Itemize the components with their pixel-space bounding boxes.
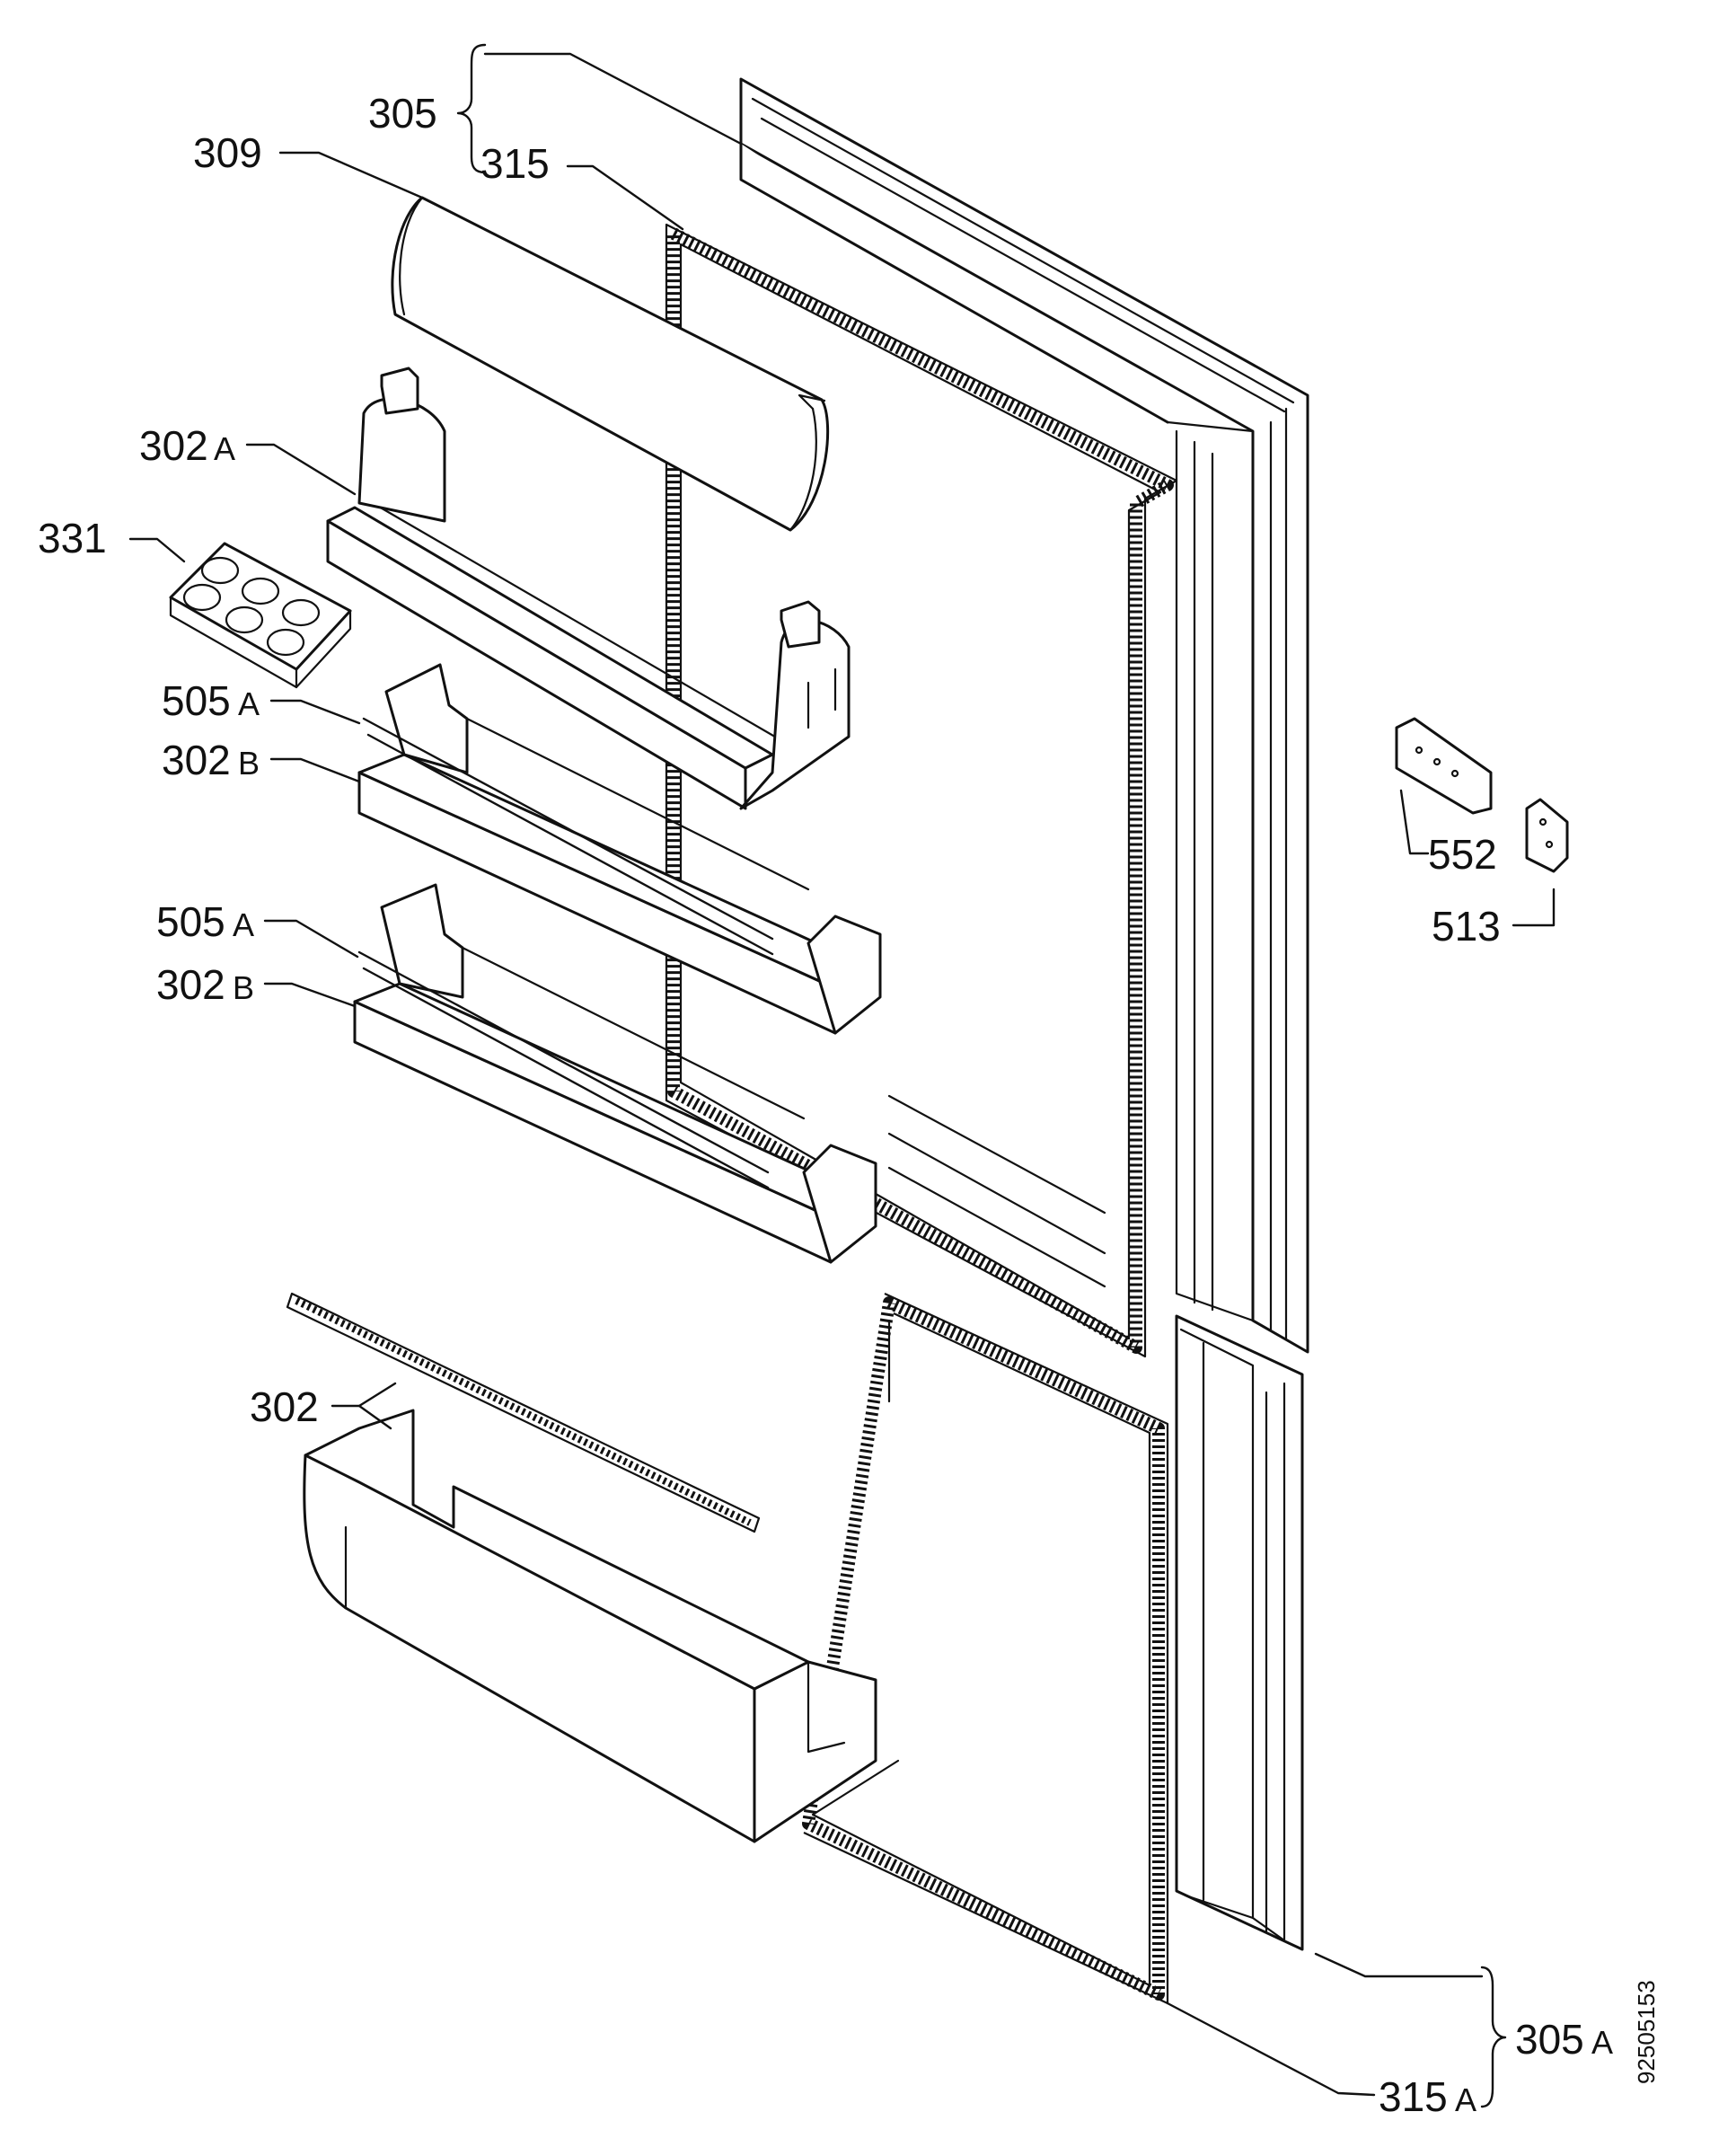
door-shelf-302b-upper	[357, 663, 882, 1035]
label-505a-upper: 505	[162, 677, 231, 724]
label-315: 315	[480, 140, 550, 187]
label-315a-suffix: A	[1455, 2081, 1476, 2118]
cover-flap	[391, 196, 830, 532]
label-305a: 305	[1515, 2016, 1584, 2063]
lower-door-panel	[1175, 1314, 1304, 1951]
lower-door-gasket	[802, 1293, 1169, 2005]
label-302a-suffix: A	[214, 430, 235, 467]
hinge-plate-513	[1525, 798, 1569, 873]
label-315a: 315	[1379, 2073, 1448, 2120]
upper-door-shelf	[326, 367, 851, 810]
label-331: 331	[38, 515, 107, 561]
bottle-retainer-strip	[286, 1292, 761, 1533]
hinge-bracket-552	[1395, 717, 1493, 815]
leader-lines	[128, 52, 1556, 2097]
label-552: 552	[1428, 831, 1497, 878]
bottom-bottle-shelf	[303, 1409, 877, 1843]
label-302b-upper: 302	[162, 737, 231, 783]
label-505a-lower-suffix: A	[233, 906, 254, 943]
label-302b-upper-suffix: B	[238, 745, 260, 782]
label-505a-upper-suffix: A	[238, 685, 260, 722]
label-305a-suffix: A	[1591, 2024, 1613, 2061]
door-shelf-302b-lower	[353, 883, 877, 1264]
brace-305	[456, 43, 487, 174]
egg-tray	[169, 542, 352, 689]
label-302b-lower-suffix: B	[233, 969, 254, 1006]
label-302b-lower: 302	[156, 961, 225, 1008]
callout-labels: 305 315 309 302 A 331 505 A 302 B 505 A …	[38, 90, 1660, 2120]
label-505a-lower: 505	[156, 898, 225, 945]
label-309: 309	[193, 129, 262, 176]
label-513: 513	[1432, 903, 1501, 950]
label-305: 305	[368, 90, 437, 137]
label-302a: 302	[139, 422, 208, 469]
brace-305a	[1480, 1966, 1507, 2108]
label-302: 302	[250, 1383, 319, 1430]
document-number: 92505153	[1633, 1980, 1660, 2084]
